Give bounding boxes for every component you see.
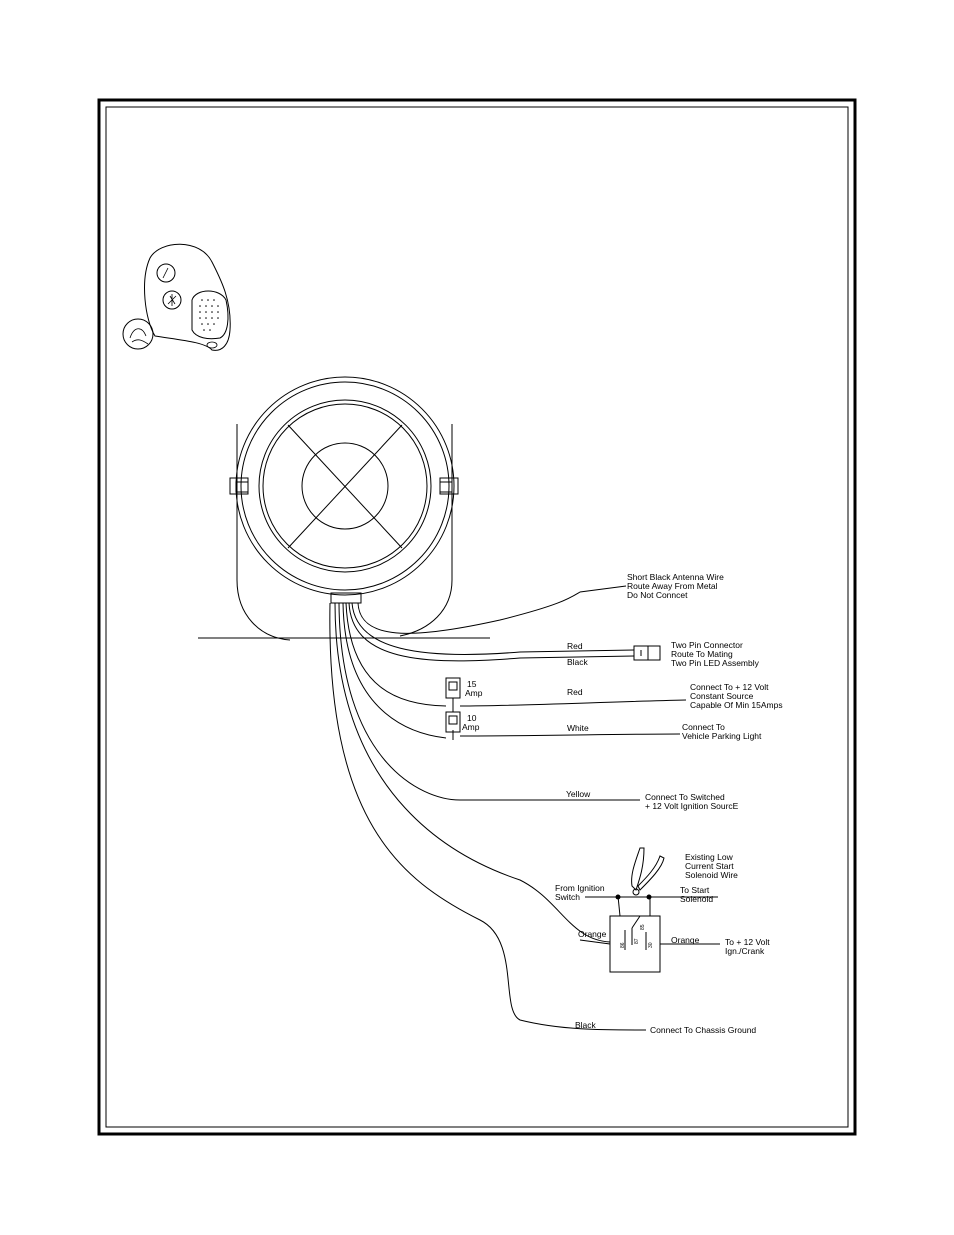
- svg-text:Connect To Switched: Connect To Switched: [645, 792, 725, 802]
- wire-cutter-icon: [631, 847, 665, 896]
- svg-text:Solenoid Wire: Solenoid Wire: [685, 870, 738, 880]
- svg-text:Existing Low: Existing Low: [685, 852, 734, 862]
- label-fuse-10: 10 Amp: [462, 713, 480, 732]
- svg-text:Short Black Antenna Wire: Short Black Antenna Wire: [627, 572, 724, 582]
- remote-fob-icon: [122, 243, 231, 351]
- lock-button-icon: [156, 263, 176, 283]
- svg-text:Two Pin LED Assembly: Two Pin LED Assembly: [671, 658, 760, 668]
- svg-text:10: 10: [467, 713, 477, 723]
- label-orange-right: Orange: [671, 935, 700, 945]
- starter-relay: [579, 895, 720, 973]
- label-chassis-ground: Connect To Chassis Ground: [650, 1025, 756, 1035]
- label-antenna: Short Black Antenna Wire Route Away From…: [627, 572, 724, 600]
- label-red-wire-2: Red: [567, 687, 583, 697]
- inner-frame: [105, 106, 849, 1128]
- svg-text:Route Away From Metal: Route Away From Metal: [627, 581, 718, 591]
- svg-text:Vehicle Parking Light: Vehicle Parking Light: [682, 731, 762, 741]
- svg-text:Current Start: Current Start: [685, 861, 734, 871]
- svg-text:Connect To + 12 Volt: Connect To + 12 Volt: [690, 682, 769, 692]
- label-constant-source: Connect To + 12 Volt Constant Source Cap…: [690, 682, 783, 710]
- svg-text:Connect To: Connect To: [682, 722, 725, 732]
- svg-text:Switch: Switch: [555, 892, 580, 902]
- label-ignition-source: Connect To Switched + 12 Volt Ignition S…: [645, 792, 739, 811]
- unlock-button-icon: [162, 290, 182, 310]
- svg-text:85: 85: [640, 924, 646, 930]
- label-fuse-15: 15 Amp: [465, 679, 483, 698]
- svg-text:Amp: Amp: [462, 722, 480, 732]
- svg-text:15: 15: [467, 679, 477, 689]
- siren-module: [198, 376, 490, 641]
- label-white-wire: White: [567, 723, 589, 733]
- svg-text:To + 12 Volt: To + 12 Volt: [725, 937, 770, 947]
- svg-text:86: 86: [620, 942, 626, 948]
- label-to-start-solenoid: To Start Solenoid: [680, 885, 713, 904]
- svg-text:Route To Mating: Route To Mating: [671, 649, 733, 659]
- logo-icon: [122, 318, 154, 350]
- two-pin-connector-icon: [633, 645, 661, 661]
- fuse-10-amp-icon: [445, 711, 461, 733]
- solenoid-wire: [585, 894, 718, 900]
- svg-text:To Start: To Start: [680, 885, 710, 895]
- relay-pin-labels: 86 85 87 30: [620, 924, 654, 948]
- svg-text:Two Pin Connector: Two Pin Connector: [671, 640, 743, 650]
- label-parking-light: Connect To Vehicle Parking Light: [682, 722, 762, 741]
- svg-text:Constant Source: Constant Source: [690, 691, 754, 701]
- label-from-ignition: From Ignition Switch: [555, 883, 605, 902]
- label-existing-solenoid: Existing Low Current Start Solenoid Wire: [685, 852, 738, 880]
- svg-text:From Ignition: From Ignition: [555, 883, 605, 893]
- svg-text:Ign./Crank: Ign./Crank: [725, 946, 765, 956]
- svg-text:30: 30: [648, 942, 654, 948]
- label-yellow-wire: Yellow: [566, 789, 591, 799]
- label-black-wire: Black: [567, 657, 589, 667]
- outer-frame: [97, 98, 857, 1136]
- svg-text:Amp: Amp: [465, 688, 483, 698]
- label-black-ground-wire: Black: [575, 1020, 597, 1030]
- label-ign-crank: To + 12 Volt Ign./Crank: [725, 937, 770, 956]
- fuse-15-amp-icon: [445, 677, 461, 699]
- svg-text:Do Not Conncet: Do Not Conncet: [627, 590, 688, 600]
- svg-text:Capable Of Min 15Amps: Capable Of Min 15Amps: [690, 700, 783, 710]
- svg-text:Solenoid: Solenoid: [680, 894, 713, 904]
- svg-text:+ 12 Volt Ignition SourcE: + 12 Volt Ignition SourcE: [645, 801, 739, 811]
- label-orange-left: Orange: [578, 929, 607, 939]
- svg-text:87: 87: [634, 938, 640, 944]
- label-two-pin: Two Pin Connector Route To Mating Two Pi…: [671, 640, 760, 668]
- label-red-wire: Red: [567, 641, 583, 651]
- wires: [329, 585, 687, 1031]
